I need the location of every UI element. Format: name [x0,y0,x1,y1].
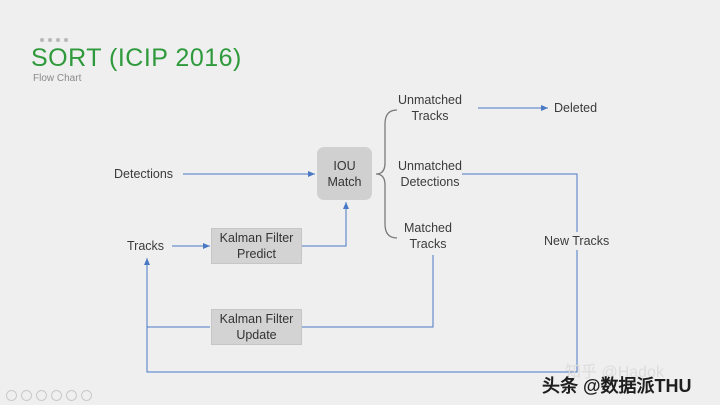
watermark-toutiao: 头条 @数据派THU [542,376,692,396]
watermark-zhihu: 知乎 @Hadok [565,364,664,381]
prev-slide-icon[interactable] [6,390,17,401]
pen-icon[interactable] [36,390,47,401]
new-tracks-label: New Tracks [544,234,610,248]
slide-title: SORT (ICIP 2016) [31,44,242,72]
kalman-filter-predict-box: Kalman Filter Predict [211,228,302,264]
split-brace [375,109,398,239]
tracks-label: Tracks [127,239,165,253]
detections-label: Detections [114,167,174,181]
kalman-filter-update-box: Kalman Filter Update [211,309,302,345]
unmatched-tracks-label: Unmatched Tracks [398,93,462,123]
more-icon[interactable] [81,390,92,401]
matched-tracks-label: Matched Tracks [404,221,452,251]
slide-dots-decoration [40,38,68,42]
arrow-predict-to-iou [302,202,349,247]
line-unmatched-detections-to-new-tracks [462,173,578,232]
iou-match-box: IOU Match [317,147,372,200]
unmatched-detections-label: Unmatched Detections [398,159,462,189]
zoom-icon[interactable] [51,390,62,401]
slide-subtitle: Flow Chart [33,73,82,84]
arrow-new-tracks-to-tracks [144,250,578,373]
line-matched-to-update [302,255,434,328]
next-slide-icon[interactable] [21,390,32,401]
deleted-label: Deleted [554,101,598,115]
grid-icon[interactable] [66,390,77,401]
presentation-toolbar[interactable] [6,390,92,401]
